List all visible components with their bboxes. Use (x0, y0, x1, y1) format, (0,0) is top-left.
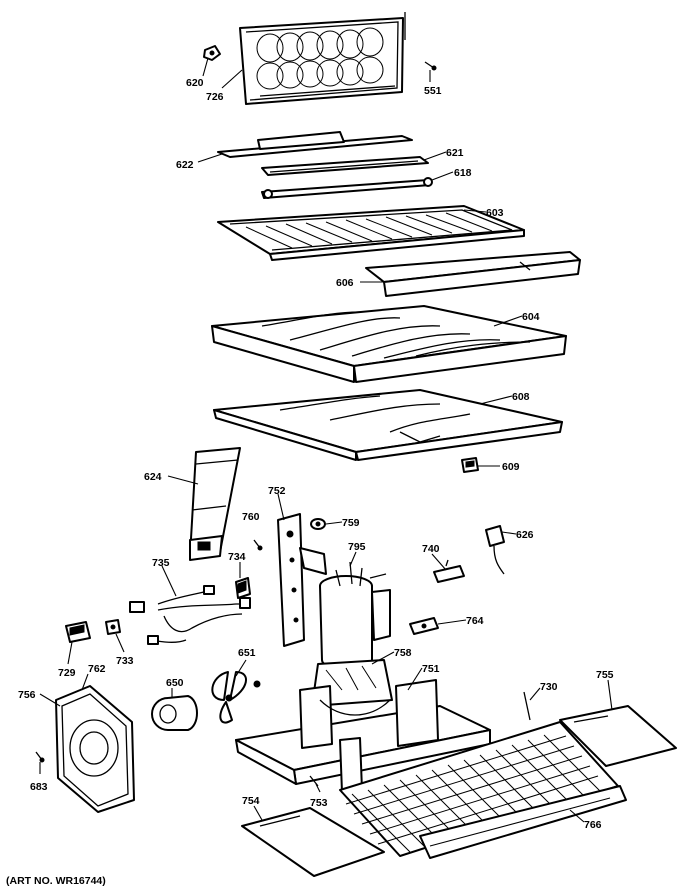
label-752: 752 (268, 485, 286, 497)
label-734: 734 (228, 551, 246, 563)
label-740: 740 (422, 543, 440, 555)
part-754-access-cover (241, 807, 385, 877)
label-624: 624 (144, 471, 162, 483)
label-764: 764 (466, 615, 484, 627)
label-650: 650 (166, 677, 184, 689)
part-752-mounting-bracket (277, 513, 327, 647)
part-621-bracket (261, 156, 429, 176)
part-795-compressor (319, 561, 391, 670)
part-650-fan-motor (151, 695, 198, 731)
label-608: 608 (512, 391, 530, 403)
art-number: (ART NO. WR16744) (6, 875, 106, 887)
label-766: 766 (584, 819, 602, 831)
part-683-screw (35, 751, 45, 763)
label-755: 755 (596, 669, 614, 681)
part-734-capacitor (235, 577, 251, 599)
part-551-screw (424, 61, 437, 71)
label-729: 729 (58, 667, 76, 679)
label-759: 759 (342, 517, 360, 529)
part-606-panel (365, 251, 581, 297)
label-604: 604 (522, 311, 540, 323)
label-618: 618 (454, 167, 472, 179)
part-759-grommet (310, 518, 326, 530)
label-606: 606 (336, 277, 354, 289)
part-603-grille-shelf (217, 205, 525, 261)
leader-lines (39, 57, 613, 823)
evaporator-coil-726 (239, 12, 406, 105)
part-733-terminal (105, 619, 121, 635)
label-795: 795 (348, 541, 366, 553)
label-753: 753 (310, 797, 328, 809)
label-603: 603 (486, 207, 504, 219)
label-651: 651 (238, 647, 256, 659)
label-730: 730 (540, 681, 558, 693)
part-620-clip (203, 45, 221, 61)
part-622-cover (217, 131, 413, 158)
label-620: 620 (186, 77, 204, 89)
label-751: 751 (422, 663, 440, 675)
part-751-base-pan (235, 679, 491, 793)
label-735: 735 (152, 557, 170, 569)
label-754: 754 (242, 795, 260, 807)
part-618-heater-rod (261, 177, 433, 199)
part-760-screw (253, 539, 263, 551)
label-551: 551 (424, 85, 442, 97)
part-735-wire-harness (129, 585, 251, 645)
part-766-pad (419, 785, 627, 859)
part-764-clip (409, 617, 439, 635)
label-762: 762 (88, 663, 106, 675)
label-733: 733 (116, 655, 134, 667)
part-604-drain-tray (211, 305, 567, 383)
part-626-thermostat (485, 525, 505, 575)
part-608-drip-tray (213, 389, 563, 461)
label-726: 726 (206, 91, 224, 103)
label-622: 622 (176, 159, 194, 171)
label-756: 756 (18, 689, 36, 701)
label-609: 609 (502, 461, 520, 473)
part-729-overload (65, 621, 91, 643)
part-number-labels: 620 726 551 622 621 618 603 606 604 608 … (18, 77, 614, 831)
label-760: 760 (242, 511, 260, 523)
part-755-cover-panel (559, 705, 677, 767)
part-756-fan-shroud (55, 685, 135, 813)
part-740-relay (433, 559, 465, 583)
part-624-air-duct (189, 447, 241, 561)
label-683: 683 (30, 781, 48, 793)
label-758: 758 (394, 647, 412, 659)
label-626: 626 (516, 529, 534, 541)
part-609-grommet (461, 457, 479, 473)
label-621: 621 (446, 147, 464, 159)
part-651-fan-blade (211, 671, 261, 724)
